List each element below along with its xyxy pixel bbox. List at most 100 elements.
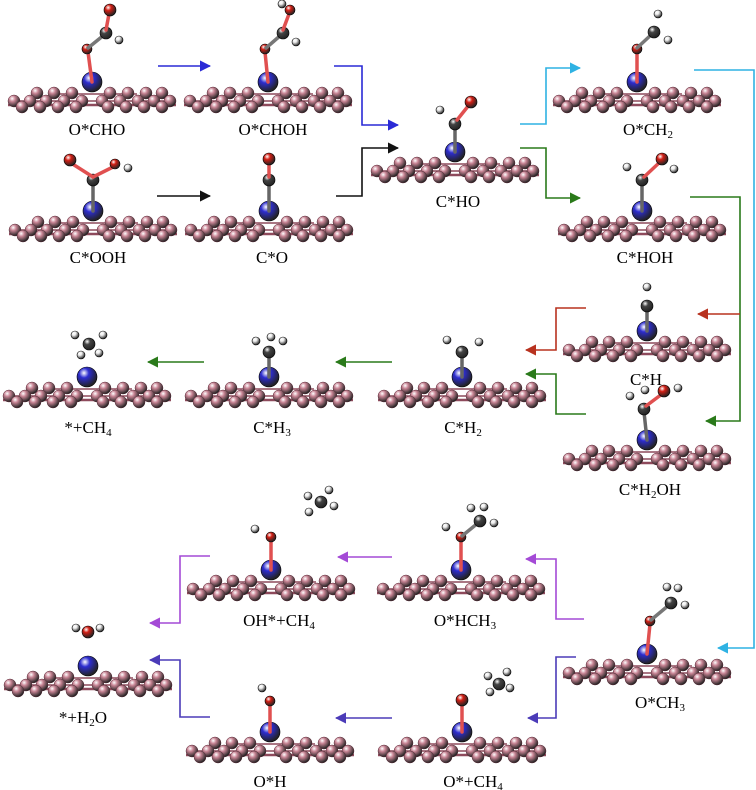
hydrogen-atom <box>483 671 493 681</box>
carbon-atom <box>640 299 654 313</box>
oxygen-atom <box>265 531 277 543</box>
bond <box>104 12 111 32</box>
hydrogen-atom <box>251 336 261 346</box>
bond <box>281 12 291 32</box>
graphene-sheet <box>183 86 353 114</box>
species-ch3: C*H3 <box>184 332 354 439</box>
graphene-sheet <box>184 215 354 243</box>
carbon-atom <box>262 345 276 359</box>
bond <box>649 603 671 622</box>
hydrogen-atom <box>680 600 690 610</box>
species-label-ch2: C*H2 <box>444 418 482 439</box>
species-label-ochoh: O*CHOH <box>239 120 308 139</box>
oxygen-atom <box>655 152 669 166</box>
graphene-sheet <box>7 86 177 114</box>
hydrogen-atom <box>669 164 679 174</box>
species-ch4: *+CH4 <box>2 330 172 439</box>
hydrogen-atom <box>71 623 81 633</box>
species-label-ocho: O*CHO <box>69 120 126 139</box>
hydrogen-atom <box>640 385 650 395</box>
species-ch: C*H <box>562 282 732 389</box>
species-label-ohch4: OH*+CH4 <box>243 611 315 632</box>
graphene-sheet <box>377 381 547 409</box>
hydrogen-atom <box>505 683 515 693</box>
species-label-co: C*O <box>256 248 288 267</box>
species-ch2: C*H2 <box>377 335 547 439</box>
species-label-och4: O*+CH4 <box>443 772 503 790</box>
arrow-ch-to-ch2 <box>524 307 586 356</box>
hydrogen-atom <box>250 524 260 534</box>
hydrogen-atom <box>76 350 86 360</box>
graphene-sheet <box>376 574 546 602</box>
species-label-och2: O*CH2 <box>623 120 673 141</box>
arrow-ch2oh-to-ch2 <box>524 368 586 415</box>
graphene-sheet <box>552 86 722 114</box>
graphene-sheet <box>185 736 355 764</box>
hydrogen-atom <box>642 282 652 292</box>
hydrogen-atom <box>662 582 672 592</box>
carbon-atom <box>473 514 487 528</box>
species-ochoh: O*CHOH <box>183 0 353 139</box>
bond <box>645 622 652 656</box>
hydrogen-atom <box>502 667 512 677</box>
hydrogen-atom <box>479 502 489 512</box>
hydrogen-atom <box>94 348 104 358</box>
bond <box>69 161 95 179</box>
hydrogen-atom <box>466 503 476 513</box>
hydrogen-atom <box>474 337 484 347</box>
species-label-choh: C*HOH <box>617 248 674 267</box>
species-label-ch2oh: C*H2OH <box>619 480 681 501</box>
carbon-atom <box>82 337 96 351</box>
species-label-h2o: *+H2O <box>59 708 107 729</box>
oxygen-atom <box>262 152 276 166</box>
species-co: C*O <box>184 152 354 267</box>
hydrogen-atom <box>278 336 288 346</box>
graphene-sheet <box>562 444 732 472</box>
carbon-atom <box>455 345 469 359</box>
hydrogen-atom <box>95 623 105 633</box>
species-ocho: O*CHO <box>7 3 177 139</box>
bond <box>642 410 649 442</box>
graphene-sheet <box>557 215 727 243</box>
oxygen-atom <box>455 693 469 707</box>
graphene-sheet <box>377 736 547 764</box>
hydrogen-atom <box>329 501 339 511</box>
species-label-ch3: C*H3 <box>253 418 291 439</box>
hydrogen-atom <box>442 335 452 345</box>
hydrogen-atom <box>625 391 635 401</box>
species-h2o: *+H2O <box>3 623 173 729</box>
hydrogen-atom <box>622 162 632 172</box>
species-label-cooh: C*OOH <box>70 248 127 267</box>
carbon-atom <box>492 677 506 691</box>
species-label-ch: C*H <box>630 370 662 389</box>
hydrogen-atom <box>673 383 683 393</box>
species-cooh: C*OOH <box>8 153 178 267</box>
species-label-och3: O*CH3 <box>635 693 685 714</box>
hydrogen-atom <box>653 9 663 19</box>
hydrogen-atom <box>114 35 124 45</box>
graphene-sheet <box>184 381 354 409</box>
hydrogen-atom <box>441 522 451 532</box>
graphene-sheet <box>2 381 172 409</box>
arrow-cho-to-och2 <box>520 62 582 125</box>
species-och3: O*CH3 <box>562 582 732 714</box>
oxygen-atom <box>657 384 671 398</box>
carbon-atom <box>314 495 328 509</box>
arrow-cho-to-choh <box>520 147 582 204</box>
hydrogen-atom <box>98 330 108 340</box>
oxygen-atom <box>103 3 117 17</box>
hydrogen-atom <box>266 332 276 342</box>
oxygen-atom <box>63 153 77 167</box>
carbon-atom <box>647 25 661 39</box>
species-label-ch4: *+CH4 <box>64 418 112 439</box>
oxygen-atom <box>81 625 95 639</box>
hydrogen-atom <box>324 485 334 495</box>
hydrogen-atom <box>304 507 314 517</box>
hydrogen-atom <box>485 687 495 697</box>
oxygen-atom <box>264 695 276 707</box>
hydrogen-atom <box>663 35 673 45</box>
arrow-och2-to-och3 <box>694 69 755 654</box>
species-och4: O*+CH4 <box>377 667 547 790</box>
